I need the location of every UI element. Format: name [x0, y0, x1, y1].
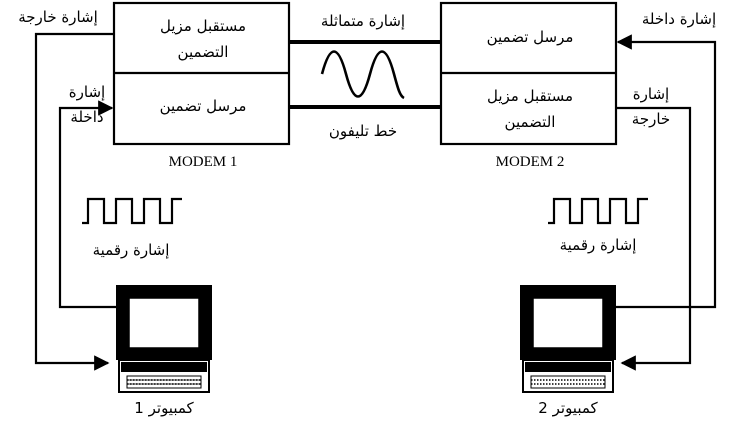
- computer-2-label: كمبيوتر 2: [538, 399, 598, 417]
- computer-1-label: كمبيوتر 1: [134, 399, 194, 417]
- right-output-arrow: [616, 106, 692, 371]
- computer-1-icon: [116, 285, 212, 393]
- modem-2-modulator-label: مرسل تضمين: [487, 28, 574, 46]
- right-square-wave-icon: [548, 197, 648, 225]
- right-output-signal-label-line1: إشارة: [633, 85, 669, 103]
- modem-2: مرسل تضمين مستقبل مزيل التضمين MODEM 2: [439, 1, 618, 170]
- left-wiring: إشارة خارجة إشارة داخلة إشارة رقمية: [18, 8, 182, 371]
- right-output-signal-label-line2: خارجة: [632, 110, 670, 128]
- computer-1-keyboard: [126, 375, 202, 389]
- right-wiring: إشارة داخلة إشارة خارجة إشارة رقمية: [548, 10, 717, 371]
- left-input-signal-label-line2: داخلة: [70, 108, 103, 126]
- computer-1-base-band: [121, 362, 207, 372]
- right-digital-signal-label: إشارة رقمية: [560, 236, 637, 254]
- left-input-signal-label-line1: إشارة: [69, 83, 105, 101]
- modem-1-modulator-label: مرسل تضمين: [160, 97, 247, 115]
- computer-2-keyboard: [530, 375, 606, 389]
- left-digital-signal-label: إشارة رقمية: [93, 241, 170, 259]
- computer-2-screen: [532, 297, 604, 349]
- modem-1-name: MODEM 1: [169, 154, 238, 170]
- left-output-signal-label: إشارة خارجة: [18, 8, 98, 26]
- left-output-arrow: [34, 32, 114, 371]
- analog-signal-label: إشارة متماثلة: [321, 12, 405, 30]
- phone-line-label: خط تليفون: [329, 122, 397, 140]
- modem-2-demodulator-label-line1: مستقبل مزيل: [487, 87, 573, 105]
- modem-1-demodulator-label-line2: التضمين: [178, 43, 229, 61]
- modem-1-demodulator-label-line1: مستقبل مزيل: [160, 17, 246, 35]
- modem-2-name: MODEM 2: [496, 154, 565, 170]
- telephone-channel: إشارة متماثلة خط تليفون: [289, 12, 441, 140]
- analog-sine-wave-icon: [320, 50, 405, 100]
- modem-2-demodulator-label-line2: التضمين: [505, 113, 556, 131]
- computer-1-screen: [128, 297, 200, 349]
- right-input-signal-label: إشارة داخلة: [642, 10, 716, 28]
- computer-2-icon: [520, 285, 616, 393]
- left-input-arrow: [58, 100, 120, 309]
- modem-1: مستقبل مزيل التضمين مرسل تضمين MODEM 1: [112, 1, 291, 170]
- computer-2-base-band: [525, 362, 611, 372]
- left-square-wave-icon: [82, 197, 182, 225]
- right-input-arrow: [610, 34, 717, 309]
